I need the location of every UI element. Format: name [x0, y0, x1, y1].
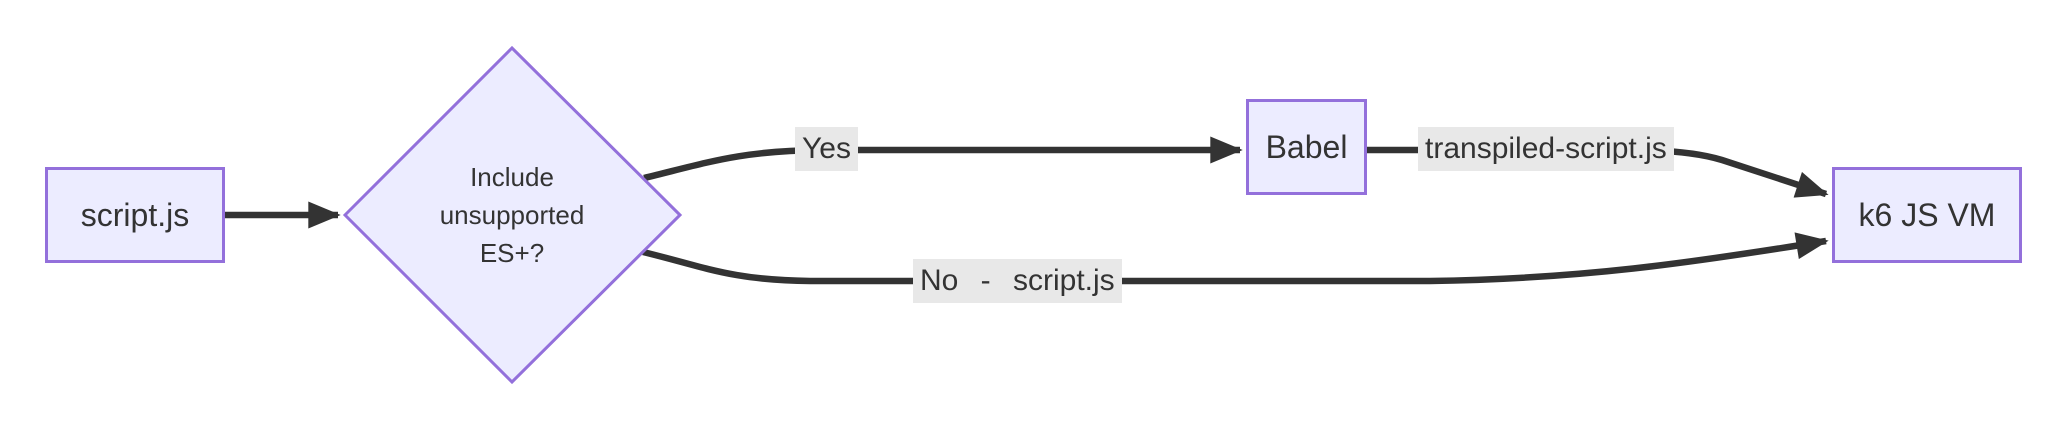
edge-decision-to-babel-yes — [643, 136, 1243, 182]
node-babel-label: Babel — [1265, 128, 1348, 165]
node-script-js-label: script.js — [80, 196, 190, 233]
node-k6-js-vm: k6 JS VM — [1832, 167, 2022, 263]
node-babel: Babel — [1246, 99, 1367, 195]
decision-label-line-3: ES+? — [479, 238, 545, 268]
edge-label-yes: Yes — [795, 127, 858, 171]
node-k6-js-vm-label: k6 JS VM — [1858, 196, 1996, 233]
node-decision-label: Include unsupported ES+? — [362, 158, 662, 272]
decision-label-line-1: Include — [470, 162, 554, 192]
decision-diamond-shape — [342, 45, 683, 385]
edge-label-transpiled-script: transpiled-script.js — [1418, 127, 1674, 171]
edge-label-no-script: No - script.js — [913, 259, 1122, 303]
node-script-js: script.js — [45, 167, 225, 263]
decision-label-line-2: unsupported — [439, 200, 585, 230]
edge-decision-to-k6-no — [642, 232, 1829, 285]
